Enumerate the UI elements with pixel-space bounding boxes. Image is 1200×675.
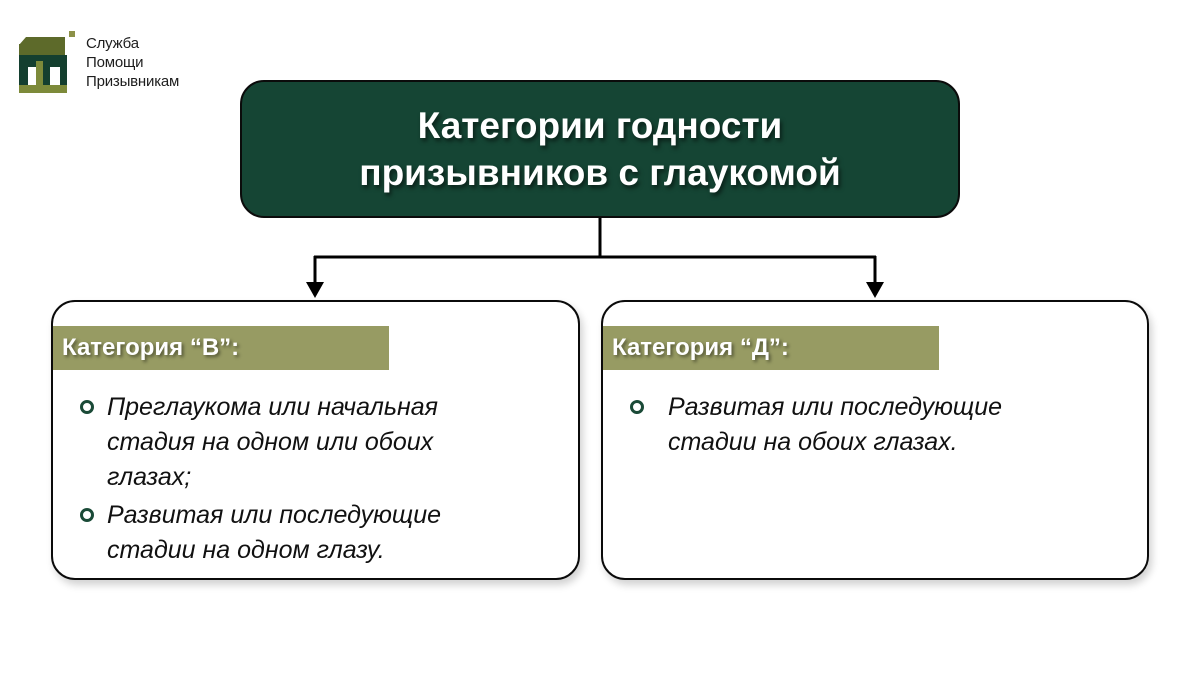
page-title: Категории годности призывников с глауком… bbox=[359, 102, 841, 196]
arrow-down-icon bbox=[866, 282, 884, 298]
circle-bullet-icon bbox=[80, 508, 94, 522]
category-list: Развитая или последующие стадии на обоих… bbox=[627, 390, 1087, 463]
list-item-text: Преглаукома или начальная стадия на одно… bbox=[107, 393, 439, 491]
list-item: Преглаукома или начальная стадия на одно… bbox=[77, 390, 497, 495]
category-label: Категория “Д”: bbox=[603, 326, 939, 370]
arrow-down-icon bbox=[306, 282, 324, 298]
logo-line: Помощи bbox=[86, 54, 144, 71]
logo-line: Служба bbox=[86, 35, 139, 52]
circle-bullet-icon bbox=[630, 400, 644, 414]
title-line: Категории годности bbox=[417, 105, 783, 146]
title-line: призывников с глаукомой bbox=[359, 152, 841, 193]
list-item: Развитая или последующие стадии на обоих… bbox=[627, 390, 1087, 460]
logo-line: Призывникам bbox=[86, 73, 180, 90]
category-label-text: Категория “В”: bbox=[62, 334, 240, 361]
building-frame-logo-icon bbox=[19, 31, 75, 93]
logo: Служба Помощи Призывникам bbox=[19, 31, 199, 93]
circle-bullet-icon bbox=[80, 400, 94, 414]
list-item-text: Развитая или последующие стадии на одном… bbox=[107, 501, 442, 564]
category-list: Преглаукома или начальная стадия на одно… bbox=[77, 390, 497, 571]
title-box: Категории годности призывников с глауком… bbox=[240, 80, 960, 218]
category-label-text: Категория “Д”: bbox=[612, 334, 789, 361]
category-label: Категория “В”: bbox=[53, 326, 389, 370]
category-card-d: Категория “Д”: Развитая или последующие … bbox=[601, 300, 1149, 580]
list-item: Развитая или последующие стадии на одном… bbox=[77, 498, 497, 568]
logo-text: Служба Помощи Призывникам bbox=[86, 34, 179, 91]
list-item-text: Развитая или последующие стадии на обоих… bbox=[668, 393, 1003, 456]
category-card-v: Категория “В”: Преглаукома или начальная… bbox=[51, 300, 580, 580]
